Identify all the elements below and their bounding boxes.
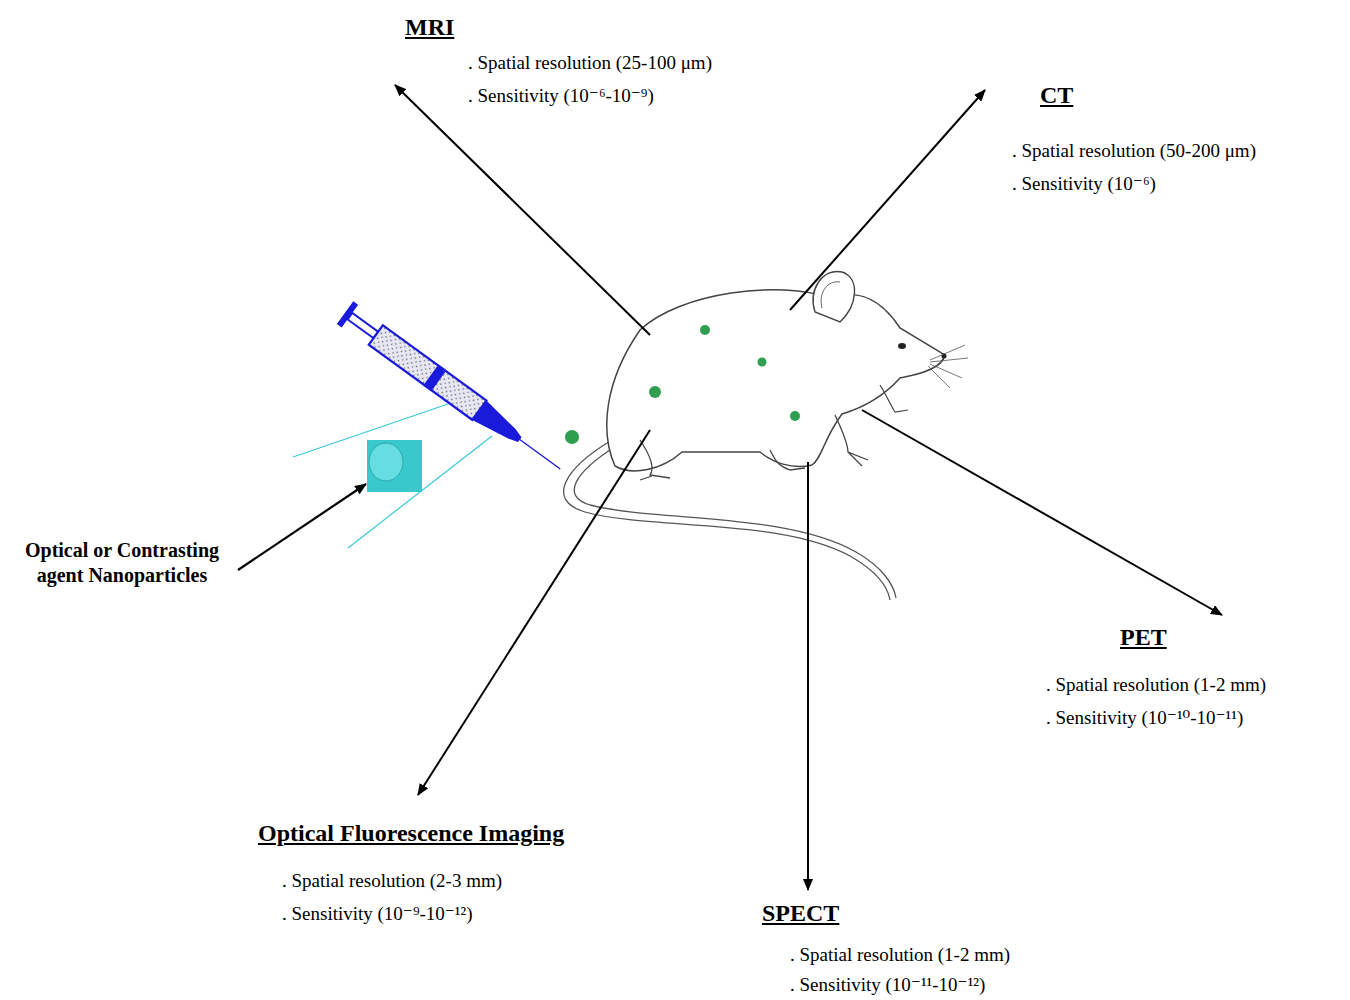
syringe-symbol	[337, 301, 569, 480]
spec-line: . Sensitivity (10⁻⁹-10⁻¹²)	[282, 902, 473, 925]
spec-line: . Spatial resolution (1-2 mm)	[1046, 674, 1266, 696]
spec-line: . Sensitivity (10⁻¹⁰-10⁻¹¹)	[1046, 706, 1243, 729]
spec-line: . Spatial resolution (1-2 mm)	[790, 944, 1010, 966]
spec-line: . Spatial resolution (50-200 μm)	[1012, 140, 1256, 162]
modality-title: MRI	[405, 14, 454, 41]
spec-line: . Spatial resolution (25-100 μm)	[468, 52, 712, 74]
modality-title: Optical Fluorescence Imaging	[258, 820, 564, 847]
modality-title: PET	[1120, 624, 1167, 651]
spec-line: . Sensitivity (10⁻⁶)	[1012, 172, 1156, 195]
spec-line: . Spatial resolution (2-3 mm)	[282, 870, 502, 892]
agent-label: Optical or Contrasting agent Nanoparticl…	[22, 538, 222, 588]
modality-title: SPECT	[762, 900, 839, 927]
spec-line: . Sensitivity (10⁻⁶-10⁻⁹)	[468, 84, 654, 107]
spec-line: . Sensitivity (10⁻¹¹-10⁻¹²)	[790, 973, 985, 996]
modality-title: CT	[1040, 82, 1073, 109]
